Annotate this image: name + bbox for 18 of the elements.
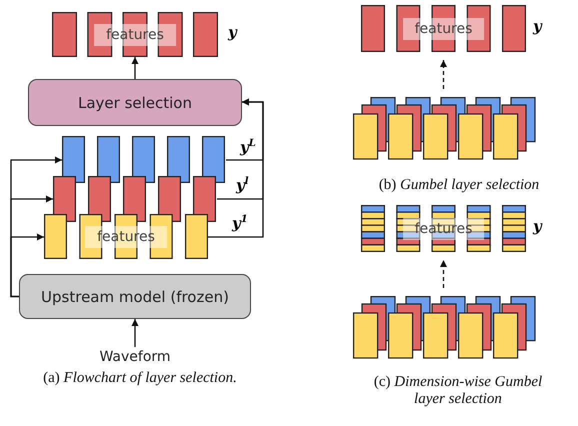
process-box: Layer selection <box>28 79 242 126</box>
output-symbol: y$^{L}$ <box>240 138 256 156</box>
output-symbol: y <box>533 217 542 235</box>
output-symbol: y$^{1}$ <box>232 214 248 232</box>
model-box: Upstream model (frozen) <box>19 274 251 319</box>
arrow <box>132 57 138 79</box>
arrow <box>10 234 44 298</box>
arrow <box>132 319 138 347</box>
arrow <box>440 260 447 288</box>
caption: (c) Dimension-wise Gumbel layer selection <box>372 374 544 408</box>
output-symbol: y <box>228 23 237 41</box>
arrow <box>440 60 447 89</box>
caption: (b) Gumbel layer selection <box>378 177 540 194</box>
arrow <box>208 98 264 238</box>
output-symbol: y$^{l}$ <box>236 176 249 194</box>
output-symbol: y <box>533 17 542 35</box>
caption: (a) Flowchart of layer selection. <box>42 370 238 387</box>
input-label: Waveform <box>100 347 170 367</box>
